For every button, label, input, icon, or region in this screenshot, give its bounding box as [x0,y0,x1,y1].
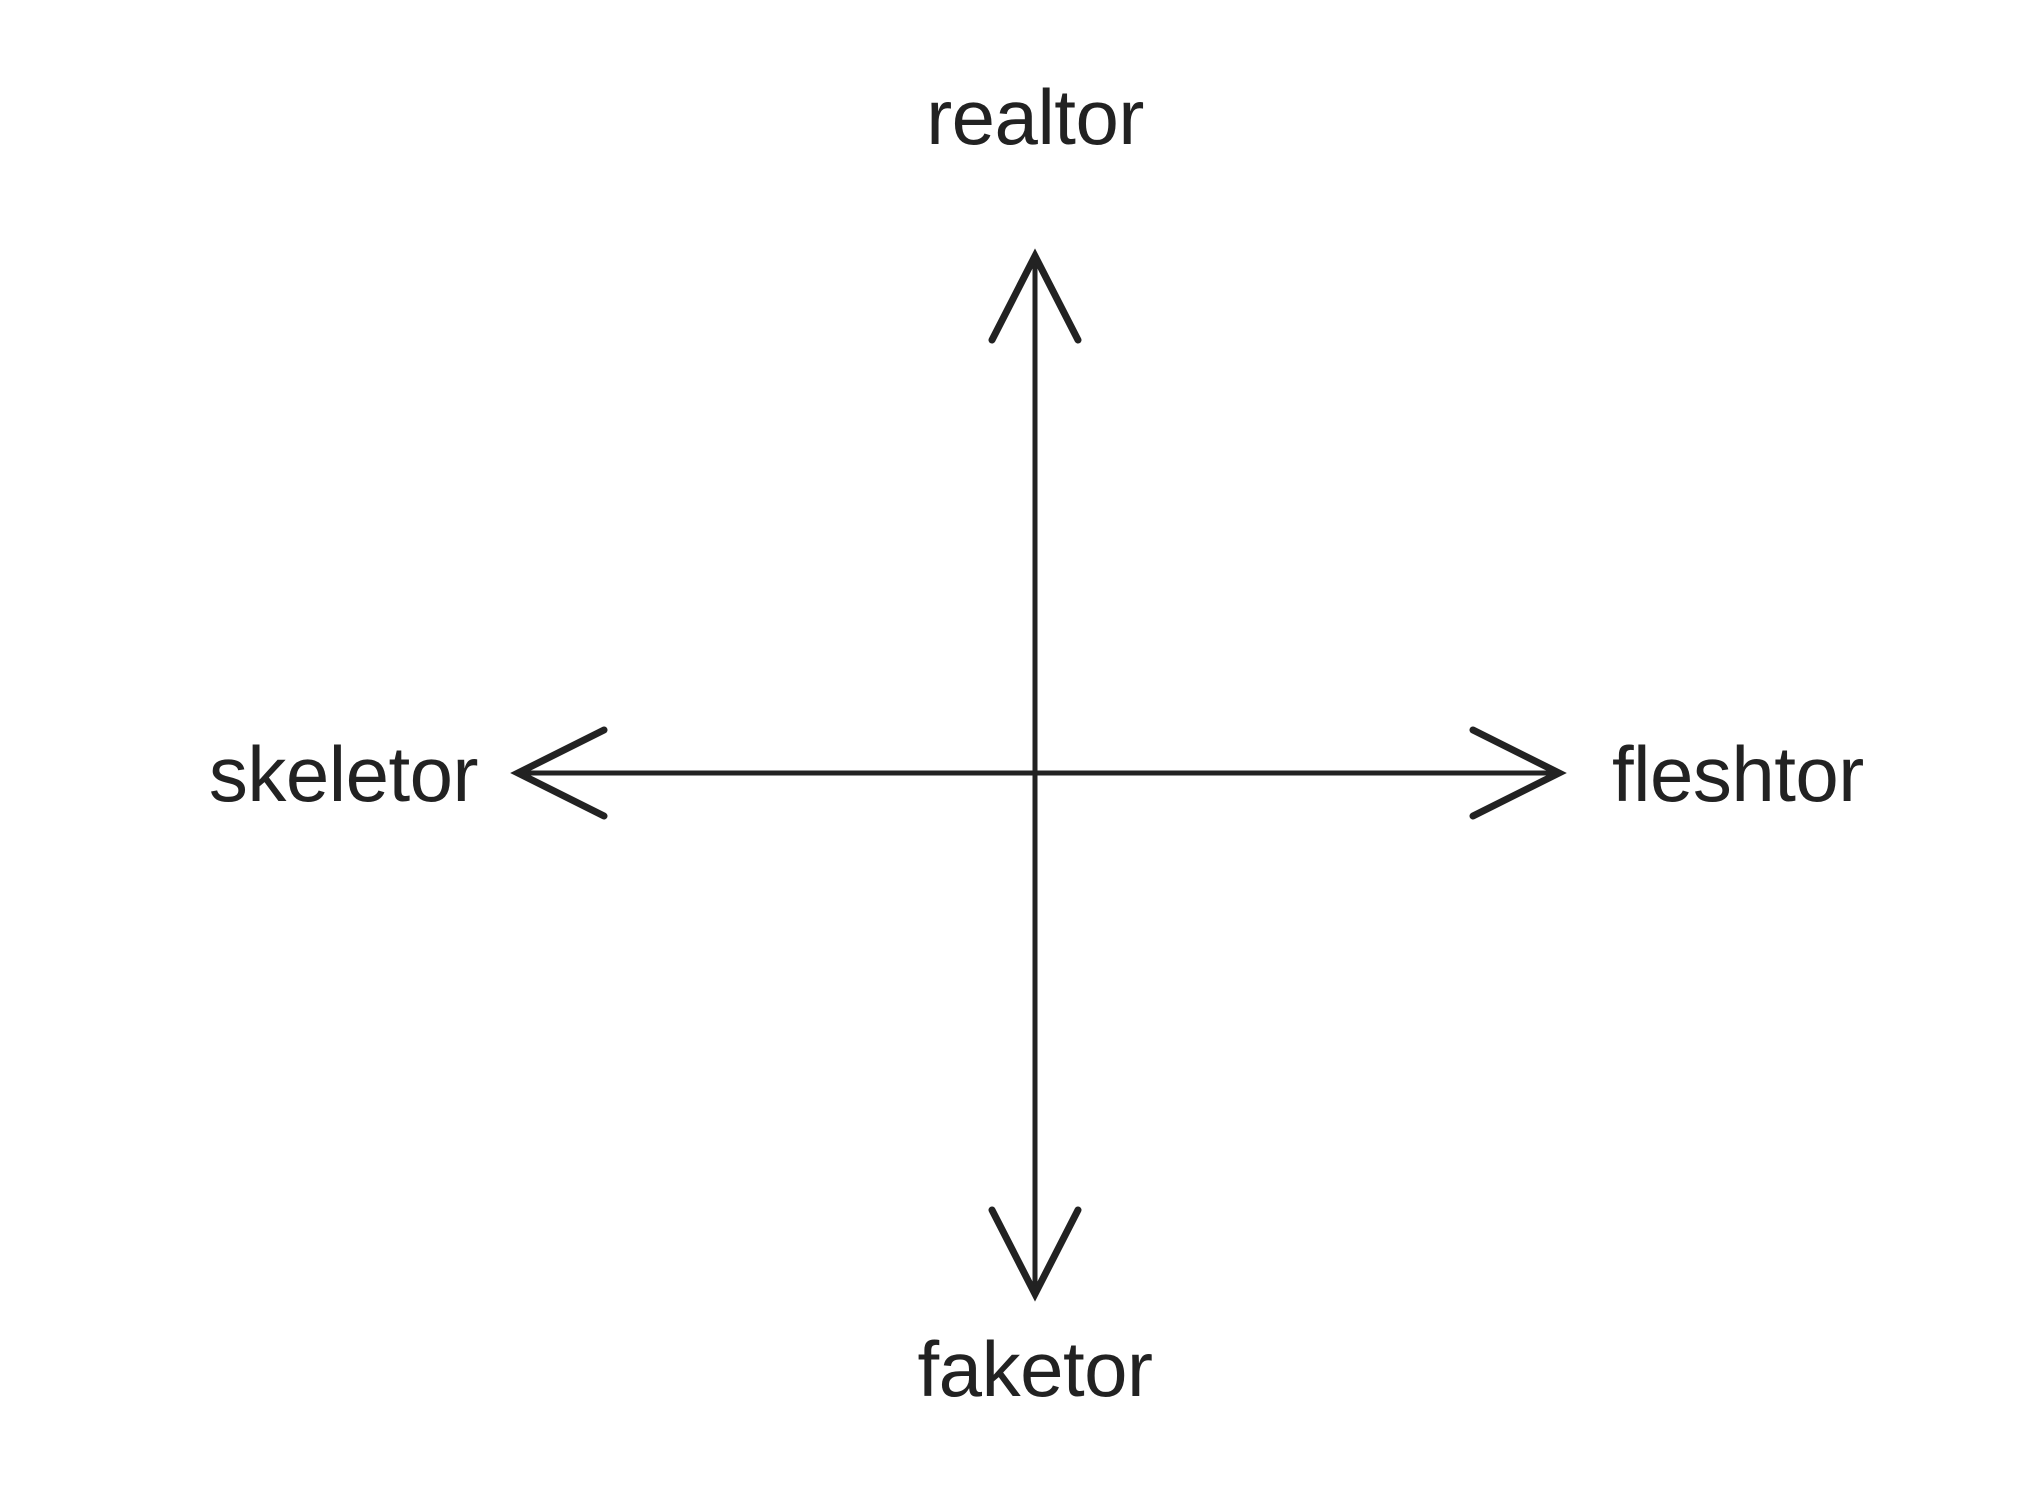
axis-label-top: realtor [926,73,1144,161]
axis-label-right: fleshtor [1612,730,1864,818]
axis-label-left: skeletor [208,730,479,818]
arrowhead-up-icon [988,248,1082,344]
arrowhead-down-icon [988,1206,1082,1302]
arrowhead-right-icon [1469,726,1567,820]
arrowhead-left-icon [510,726,608,820]
axis-label-bottom: faketor [917,1325,1153,1413]
